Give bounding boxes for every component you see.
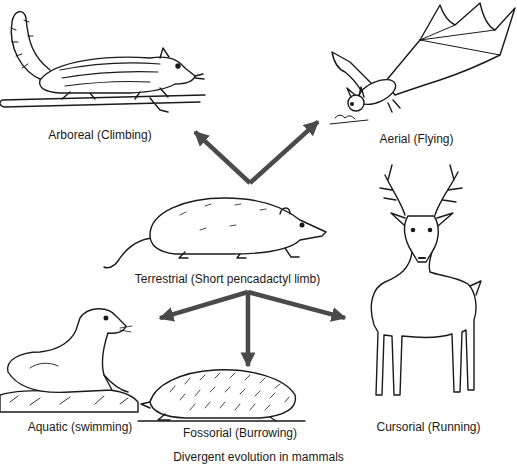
seal-figure xyxy=(30,363,58,368)
deer-figure xyxy=(380,165,462,215)
seal-figure xyxy=(120,326,132,332)
chipmunk-figure xyxy=(62,74,204,99)
habitat-node: Aquatic (swimming) xyxy=(0,300,160,440)
mole-figure xyxy=(141,402,150,408)
deer-figure xyxy=(371,252,476,395)
seal-figure xyxy=(104,316,108,320)
bat-figure xyxy=(347,87,364,97)
habitat-label: Aerial (Flying) xyxy=(377,132,455,146)
bat-figure xyxy=(330,3,515,124)
habitat-label: Arboreal (Climbing) xyxy=(46,128,153,142)
deer-figure xyxy=(371,165,481,395)
shrew-figure xyxy=(104,198,326,268)
chipmunk-figure xyxy=(11,12,50,80)
seal-figure xyxy=(104,375,128,392)
bat-figure xyxy=(388,100,400,112)
deer-figure xyxy=(411,228,414,231)
habitat-node: Aerial (Flying) xyxy=(318,0,515,152)
shrew-figure xyxy=(280,208,290,214)
deer-figure xyxy=(419,257,425,259)
habitat-label: Fossorial (Burrowing) xyxy=(181,426,299,440)
chipmunk-figure xyxy=(176,64,180,68)
habitat-label: Aquatic (swimming) xyxy=(26,420,135,434)
figure-caption: Divergent evolution in mammals xyxy=(0,450,517,464)
shrew-figure xyxy=(300,223,304,227)
habitat-node: Fossorial (Burrowing) xyxy=(135,366,345,446)
divergence-arrow xyxy=(195,132,250,183)
bat-figure xyxy=(420,25,500,55)
mole-figure xyxy=(150,370,295,418)
mole-figure xyxy=(158,414,276,421)
habitat-node: Cursorial (Running) xyxy=(345,160,512,440)
habitat-label: Terrestrial (Short pencadactyl limb) xyxy=(133,272,322,286)
divergence-arrow xyxy=(246,292,251,366)
chipmunk-figure xyxy=(11,20,33,68)
seal-figure xyxy=(10,396,128,405)
chipmunk-figure xyxy=(0,12,205,112)
chipmunk-figure xyxy=(40,57,195,93)
mole-figure xyxy=(138,370,305,421)
deer-figure xyxy=(405,216,439,262)
bat-figure xyxy=(385,3,515,95)
bat-figure xyxy=(332,52,372,92)
habitat-label: Cursorial (Running) xyxy=(374,420,482,434)
divergence-arrow xyxy=(248,292,345,318)
seal-figure xyxy=(0,390,138,413)
shrew-figure xyxy=(179,248,299,258)
seal-figure xyxy=(0,309,138,412)
shrew-figure xyxy=(180,204,266,230)
bat-figure xyxy=(330,115,368,124)
habitat-node: Arboreal (Climbing) xyxy=(5,2,195,148)
deer-figure xyxy=(428,228,431,231)
bat-figure xyxy=(351,103,354,106)
divergence-arrow xyxy=(250,122,318,183)
chipmunk-figure xyxy=(0,95,205,112)
mole-figure xyxy=(170,373,289,410)
chipmunk-figure xyxy=(60,63,160,86)
bat-figure xyxy=(348,95,364,111)
habitat-node: Terrestrial (Short pencadactyl limb) xyxy=(115,183,340,292)
mole-figure xyxy=(138,420,305,421)
divergence-arrow xyxy=(160,292,248,318)
chipmunk-figure xyxy=(160,48,169,58)
shrew-figure xyxy=(104,238,152,268)
shrew-figure xyxy=(150,198,326,254)
